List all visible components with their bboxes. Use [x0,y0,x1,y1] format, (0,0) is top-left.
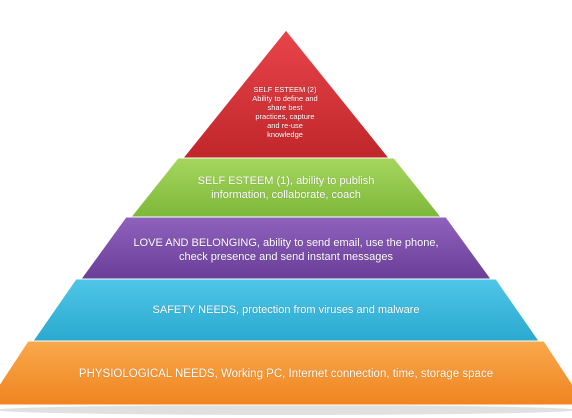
tier-4-label: SAFETY NEEDS, protection from viruses an… [152,304,420,317]
tier-3-label: LOVE AND BELONGING, ability to send emai… [133,237,439,263]
tier-1-label: SELF ESTEEM (2) Ability to define and sh… [252,85,318,139]
tier-5-label: PHYSIOLOGICAL NEEDS, Working PC, Interne… [78,367,494,380]
tier-2-label: SELF ESTEEM (1), ability to publish info… [197,175,375,201]
pyramid-shadow [0,405,572,415]
tier-5-physiological [0,340,572,406]
